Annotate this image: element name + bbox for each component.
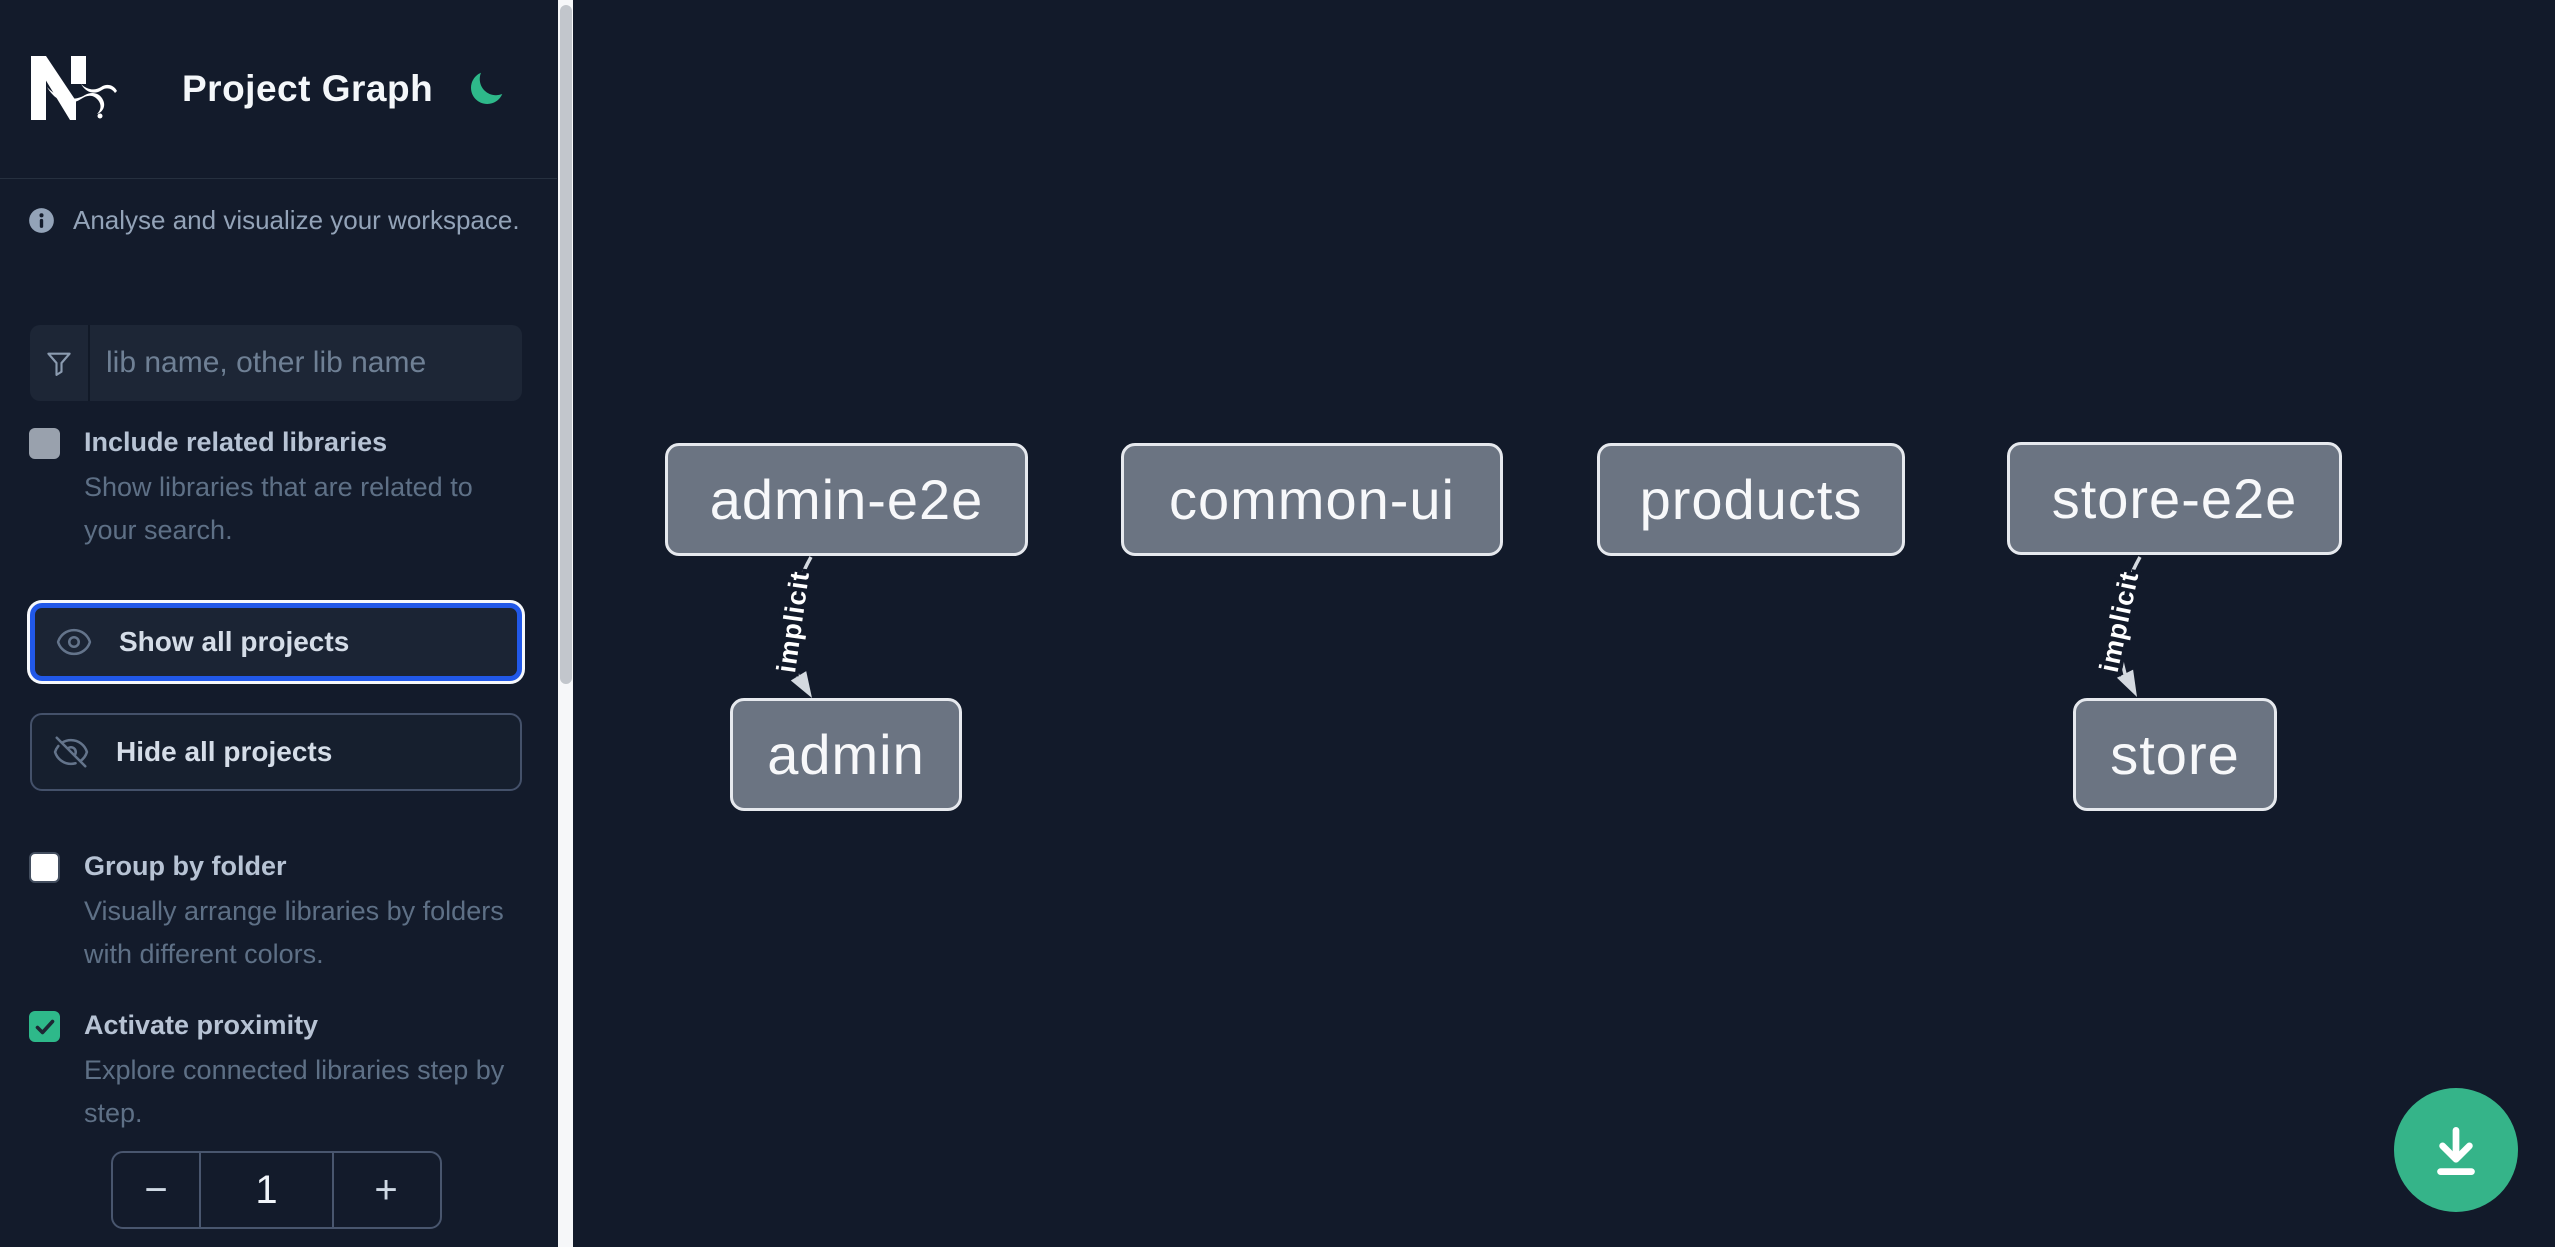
group-by-folder-description: Visually arrange libraries by folders wi… xyxy=(84,896,504,969)
sidebar: Project Graph Analyse and visualize your… xyxy=(0,0,574,1247)
node-store-e2e[interactable]: store-e2e xyxy=(2007,442,2342,555)
proximity-value: 1 xyxy=(255,1167,278,1212)
edge-admin-e2e-to-admin: implicit xyxy=(767,556,819,698)
sidebar-scrollbar-thumb[interactable] xyxy=(559,5,572,684)
activate-proximity-description: Explore connected libraries step by step… xyxy=(84,1055,505,1128)
info-icon xyxy=(29,208,54,233)
node-admin-e2e[interactable]: admin-e2e xyxy=(665,443,1028,556)
group-by-folder-label: Group by folder xyxy=(84,851,287,881)
node-products[interactable]: products xyxy=(1597,443,1905,556)
sidebar-scrollbar-track xyxy=(558,0,573,1247)
funnel-icon xyxy=(30,325,90,401)
group-by-folder-row: Group by folder Visually arrange librari… xyxy=(29,850,523,976)
graph-canvas[interactable]: implicit implicit admin-e2e common-ui pr… xyxy=(574,0,2555,1247)
activate-proximity-checkbox[interactable] xyxy=(29,1011,60,1042)
include-related-description: Show libraries that are related to your … xyxy=(84,472,473,545)
hide-all-projects-button[interactable]: Hide all projects xyxy=(30,713,522,791)
activate-proximity-row: Activate proximity Explore connected lib… xyxy=(29,1009,523,1135)
nx-logo-icon xyxy=(31,56,117,120)
workspace-info-row: Analyse and visualize your workspace. xyxy=(28,205,528,236)
proximity-decrement-button[interactable]: − xyxy=(113,1153,201,1227)
node-admin[interactable]: admin xyxy=(730,698,962,811)
edge-store-e2e-to-store: implicit xyxy=(2090,556,2148,697)
page-title: Project Graph xyxy=(182,68,434,109)
include-related-row: Include related libraries Show libraries… xyxy=(29,426,523,552)
download-button[interactable] xyxy=(2394,1088,2518,1212)
moon-icon xyxy=(471,72,503,104)
project-filter xyxy=(30,325,522,401)
eye-icon xyxy=(56,628,92,656)
header-divider xyxy=(0,178,557,179)
proximity-increment-button[interactable]: + xyxy=(332,1153,438,1227)
hide-all-projects-label: Hide all projects xyxy=(116,736,333,767)
theme-toggle-button[interactable] xyxy=(462,66,510,114)
node-common-ui[interactable]: common-ui xyxy=(1121,443,1503,556)
project-filter-input[interactable] xyxy=(90,325,522,401)
check-icon xyxy=(35,1019,54,1034)
eye-slash-icon xyxy=(53,736,89,768)
include-related-label: Include related libraries xyxy=(84,427,388,457)
include-related-checkbox[interactable] xyxy=(29,428,60,459)
proximity-stepper: − 1 + xyxy=(111,1151,442,1229)
download-icon xyxy=(2437,1127,2475,1176)
workspace-tagline: Analyse and visualize your workspace. xyxy=(73,205,520,235)
node-store[interactable]: store xyxy=(2073,698,2277,811)
activate-proximity-label: Activate proximity xyxy=(84,1010,319,1040)
show-all-projects-button[interactable]: Show all projects xyxy=(30,603,522,681)
show-all-projects-label: Show all projects xyxy=(119,626,350,657)
graph-edges: implicit implicit xyxy=(767,556,2148,698)
group-by-folder-checkbox[interactable] xyxy=(29,852,60,883)
